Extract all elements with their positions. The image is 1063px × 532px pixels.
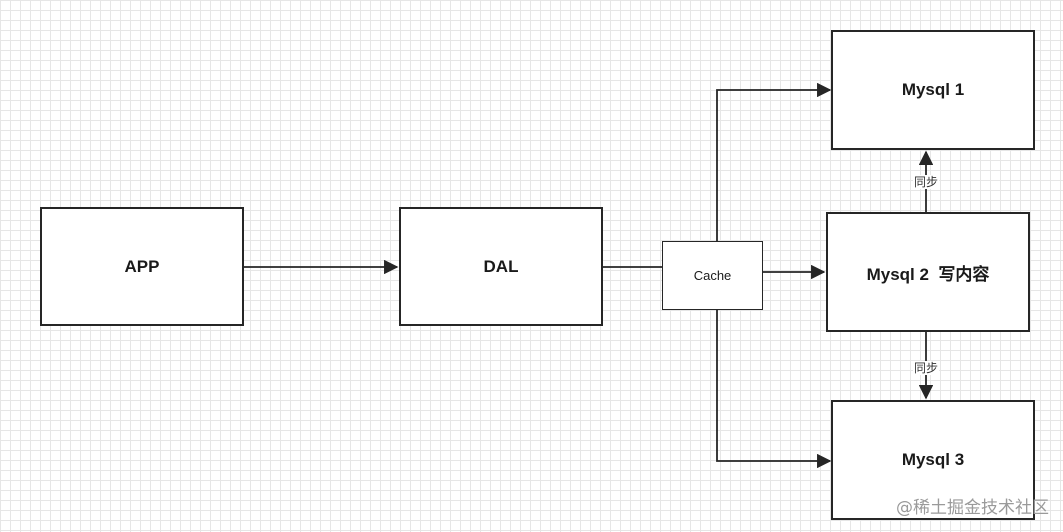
node-mysql1-label: Mysql 1: [901, 80, 965, 99]
node-mysql3: Mysql 3: [831, 400, 1035, 520]
node-app: APP: [40, 207, 244, 326]
node-dal: DAL: [399, 207, 603, 326]
node-mysql3-label: Mysql 3: [901, 450, 965, 469]
node-dal-label: DAL: [483, 256, 519, 276]
edge-cache-to-mysql3: [716, 309, 832, 469]
node-mysql2: Mysql 2 写内容: [826, 212, 1030, 332]
node-cache: Cache: [662, 241, 763, 310]
edge-label-sync-bottom: 同步: [913, 361, 940, 375]
edge-cache-to-mysql1: [716, 82, 832, 241]
watermark: @稀土掘金技术社区: [896, 498, 1049, 518]
node-mysql1: Mysql 1: [831, 30, 1035, 150]
node-app-label: APP: [124, 256, 160, 276]
edge-label-sync-top: 同步: [913, 175, 940, 189]
node-cache-label: Cache: [693, 268, 732, 283]
node-mysql2-label: Mysql 2 写内容: [866, 264, 990, 284]
